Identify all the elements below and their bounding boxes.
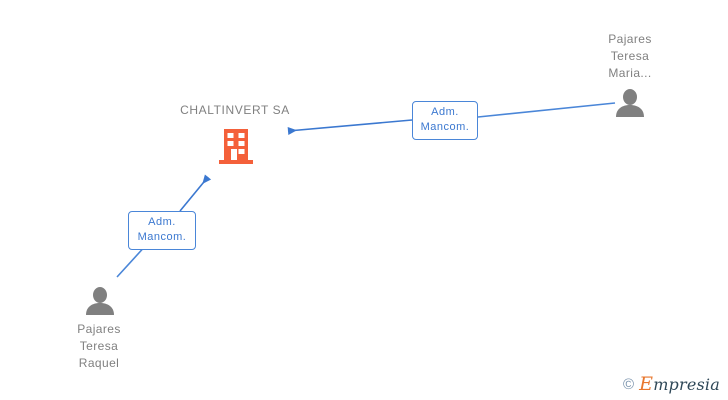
company-building-icon[interactable] [218, 127, 254, 170]
edge-label-top-right[interactable]: Adm. Mancom. [412, 101, 478, 140]
edge-label-bottom-left[interactable]: Adm. Mancom. [128, 211, 196, 250]
person-avatar-icon[interactable] [84, 287, 116, 320]
company-name-label: CHALTINVERT SA [180, 103, 290, 117]
brand-wordmark: Empresia [639, 375, 720, 394]
person-label-bottom-left: Pajares Teresa Raquel [77, 322, 121, 370]
empresia-watermark: © Empresia [623, 375, 720, 394]
person-avatar-icon[interactable] [614, 89, 646, 122]
edge-top-right-company-segment [287, 119, 413, 135]
edge-bottom-left-company-segment [179, 174, 212, 212]
copyright-icon: © [623, 376, 635, 393]
brand-rest: mpresia [653, 375, 720, 394]
person-label-top-right: Pajares Teresa Maria... [608, 32, 652, 80]
brand-initial: E [639, 373, 654, 395]
edge-top-right-person-segment [477, 102, 616, 118]
